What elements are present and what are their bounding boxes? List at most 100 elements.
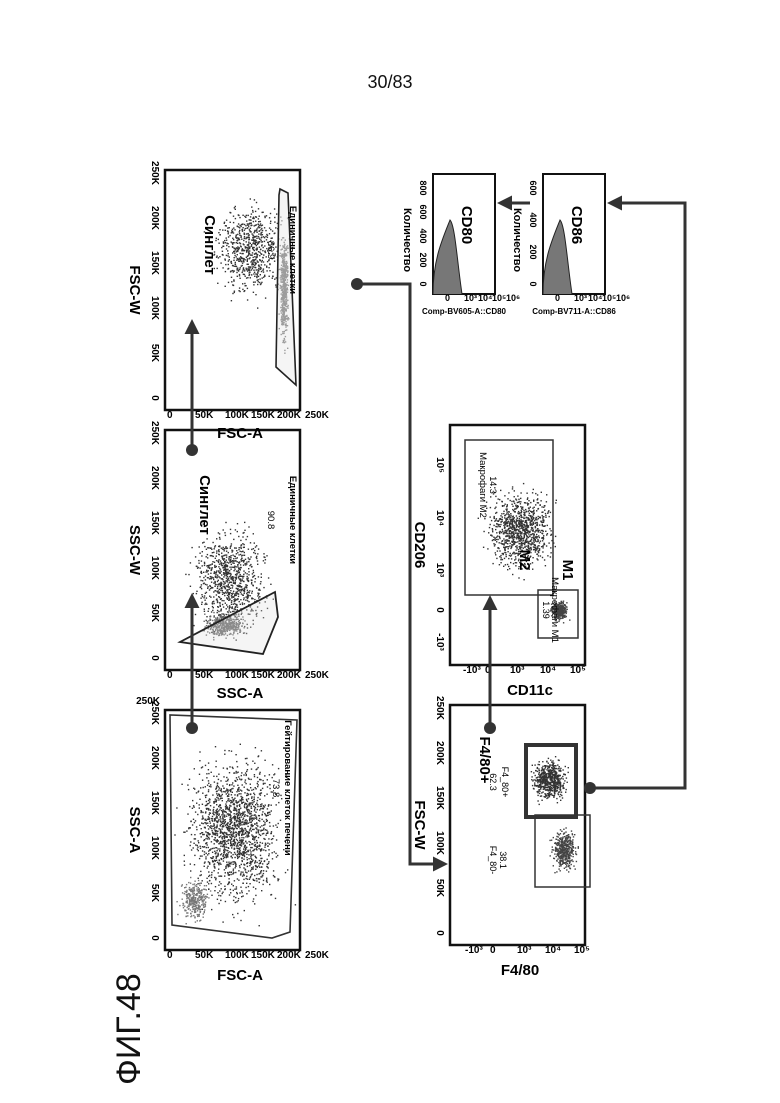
- event-dot: [267, 843, 268, 844]
- event-dot: [538, 786, 539, 787]
- event-dot: [262, 808, 263, 809]
- event-dot: [227, 780, 228, 781]
- event-dot: [251, 264, 252, 265]
- event-dot: [268, 838, 269, 839]
- event-dot: [276, 804, 277, 805]
- event-dot: [255, 294, 256, 295]
- event-dot: [216, 801, 217, 802]
- event-dot: [230, 588, 231, 589]
- event-dot: [184, 893, 185, 894]
- event-dot: [209, 849, 210, 850]
- event-dot: [258, 576, 259, 577]
- event-dot: [231, 595, 232, 596]
- event-dot: [174, 834, 175, 835]
- event-dot: [224, 815, 225, 816]
- event-dot: [247, 299, 248, 300]
- event-dot: [239, 837, 240, 838]
- event-dot: [544, 768, 545, 769]
- event-dot: [241, 555, 242, 556]
- event-dot: [270, 223, 271, 224]
- event-dot: [212, 848, 213, 849]
- event-dot: [248, 858, 249, 859]
- event-dot: [214, 573, 215, 574]
- event-dot: [201, 892, 202, 893]
- event-dot: [244, 805, 245, 806]
- event-dot: [238, 269, 239, 270]
- event-dot: [207, 586, 208, 587]
- event-dot: [219, 554, 220, 555]
- event-dot: [247, 831, 248, 832]
- event-dot: [252, 210, 253, 211]
- event-dot: [220, 563, 221, 564]
- event-dot: [251, 854, 252, 855]
- event-dot: [222, 841, 223, 842]
- event-dot: [233, 239, 234, 240]
- event-dot: [214, 843, 215, 844]
- event-dot: [230, 271, 231, 272]
- event-dot: [559, 766, 560, 767]
- event-dot: [216, 786, 217, 787]
- event-dot: [201, 828, 202, 829]
- event-dot: [251, 566, 252, 567]
- event-dot: [210, 576, 211, 577]
- event-dot: [218, 854, 219, 855]
- event-dot: [242, 812, 243, 813]
- event-dot: [244, 283, 245, 284]
- event-dot: [214, 548, 215, 549]
- event-dot: [192, 824, 193, 825]
- event-dot: [253, 850, 254, 851]
- event-dot: [258, 593, 259, 594]
- event-dot: [240, 840, 241, 841]
- event-dot: [237, 593, 238, 594]
- event-dot: [242, 594, 243, 595]
- event-dot: [258, 268, 259, 269]
- event-dot: [244, 233, 245, 234]
- event-dot: [555, 756, 556, 757]
- event-dot: [223, 574, 224, 575]
- event-dot: [259, 815, 260, 816]
- event-dot: [228, 264, 229, 265]
- event-dot: [240, 920, 241, 921]
- event-dot: [259, 266, 260, 267]
- event-dot: [231, 277, 232, 278]
- event-dot: [226, 245, 227, 246]
- event-dot: [258, 865, 259, 866]
- event-dot: [252, 243, 253, 244]
- event-dot: [207, 803, 208, 804]
- event-dot: [240, 259, 241, 260]
- event-dot: [228, 246, 229, 247]
- event-dot: [218, 614, 219, 615]
- event-dot: [251, 255, 252, 256]
- event-dot: [250, 847, 251, 848]
- event-dot: [267, 815, 268, 816]
- event-dot: [210, 809, 211, 810]
- event-dot: [216, 570, 217, 571]
- y-tick: 150K: [149, 251, 160, 276]
- event-dot: [239, 589, 240, 590]
- event-dot: [233, 873, 234, 874]
- event-dot: [245, 779, 246, 780]
- event-dot: [239, 806, 240, 807]
- plot-liver-cell-gating: 250K 250K 200K 150K 100K 50K 0 SSC-A 0 5…: [126, 696, 330, 984]
- event-dot: [219, 787, 220, 788]
- event-dot: [253, 789, 254, 790]
- event-dot: [258, 279, 259, 280]
- event-dot: [210, 564, 211, 565]
- event-dot: [221, 843, 222, 844]
- event-dot: [222, 785, 223, 786]
- plot-label: Синглет: [201, 215, 218, 275]
- event-dot: [551, 767, 552, 768]
- event-dot: [285, 872, 286, 873]
- event-dot: [228, 231, 229, 232]
- event-dot: [249, 820, 250, 821]
- x-tick: 50K: [195, 410, 214, 421]
- event-dot: [182, 892, 183, 893]
- event-dot: [215, 558, 216, 559]
- event-dot: [232, 229, 233, 230]
- event-dot: [247, 576, 248, 577]
- event-dot: [264, 217, 265, 218]
- event-dot: [234, 567, 235, 568]
- event-dot: [230, 557, 231, 558]
- event-dot: [198, 850, 199, 851]
- event-dot: [206, 556, 207, 557]
